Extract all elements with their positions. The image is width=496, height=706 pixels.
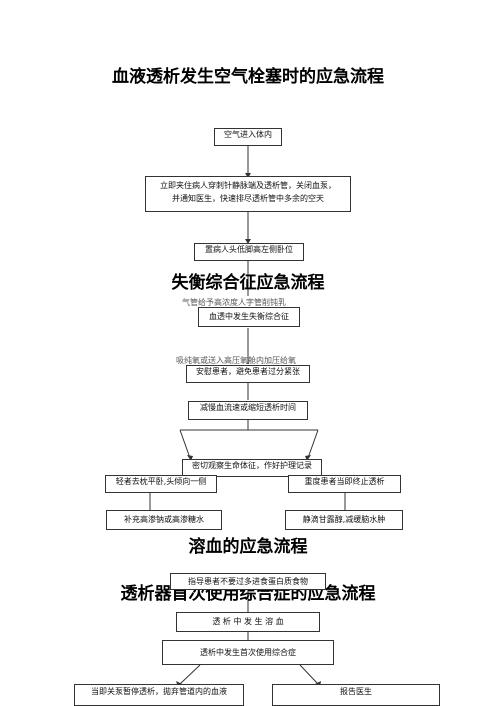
box-comfort-patient: 安慰患者，避免患者过分紧张 <box>186 365 310 383</box>
box-mild-lie-flat: 轻者去枕平卧,头倾向一侧 <box>105 475 217 493</box>
box-clamp-needle-line2: 并通知医生，快速排尽透析管中多余的空天 <box>172 194 324 203</box>
box-report-doctor: 报告医生 <box>272 684 440 706</box>
box-hypertonic-supplement: 补充高渗钠或高渗糖水 <box>106 510 222 530</box>
box-head-low-position: 置病人头低脚高左侧卧位 <box>194 243 304 261</box>
box-clamp-needle: 立即夹住病人穿刺针静脉端及透析管，关闭血泵， 并通知医生，快速排尽透析管中多余的… <box>145 176 351 212</box>
box-stop-pump: 当即关泵暂停透析，拋弃管道内的血液 <box>74 684 244 706</box>
box-hemolysis-occurs: 透 析 中 发 生 溶 血 <box>176 612 320 632</box>
box-protein-diet-guidance: 指导患者不要过多进食蛋白质食物 <box>170 573 326 590</box>
box-disequilibrium-occurs: 血透中发生失衡综合征 <box>198 307 300 327</box>
title-air-embolism: 血液透析发生空气栓塞时的应急流程 <box>112 67 384 87</box>
ghost-text-trachea: 气管给予高浓度人字管削钝乳 <box>182 298 286 307</box>
title-hemolysis: 溶血的应急流程 <box>188 537 308 557</box>
box-observe-vitals: 密切观察生命体征，作好护理记录 <box>182 459 322 477</box>
title-disequilibrium: 失衡综合征应急流程 <box>171 273 325 293</box>
ghost-text-oxygen: 吸纯氧或送入高压氧舱内加压给氧 <box>176 356 296 365</box>
box-clamp-needle-line1: 立即夹住病人穿刺针静脉端及透析管，关闭血泵， <box>160 181 336 190</box>
box-severe-stop-dialysis: 重度患者当即终止透析 <box>288 475 401 493</box>
box-first-use-syndrome-occurs: 透析中发生首次使用综合症 <box>162 640 334 665</box>
box-air-entered: 空气进入体内 <box>214 128 282 146</box>
box-slow-blood-flow: 减慢血流速或缩短透析时间 <box>188 401 308 420</box>
box-mannitol: 静滴甘露醇,减缓脑水肿 <box>285 510 403 530</box>
